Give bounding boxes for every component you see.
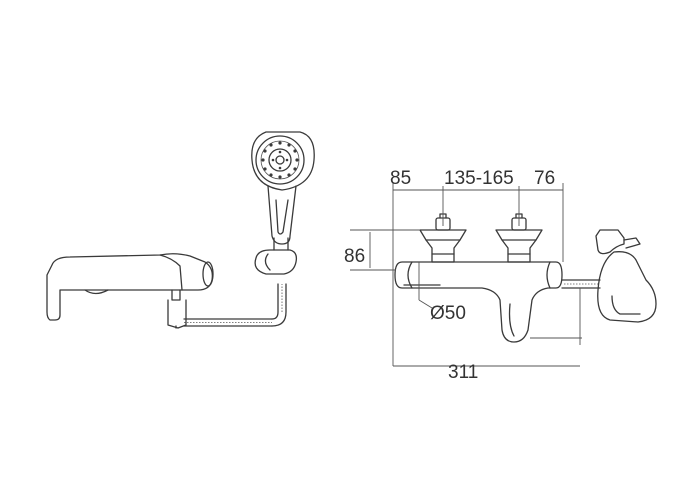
hand-shower-handle	[267, 185, 297, 245]
dimension-left-offset: 85	[390, 168, 411, 189]
front-shower-holder	[595, 229, 625, 255]
dimension-height: 86	[344, 246, 365, 267]
mixer-body	[394, 261, 563, 343]
side-view	[46, 131, 315, 329]
dimension-diameter: Ø50	[430, 303, 466, 324]
dimension-right-offset: 76	[534, 168, 555, 189]
left-handle	[419, 229, 467, 263]
right-handle	[495, 229, 543, 263]
side-view-body	[46, 253, 213, 321]
shower-nozzles	[261, 141, 299, 179]
dimension-total-length: 311	[448, 362, 478, 383]
shower-holder	[254, 249, 298, 275]
hand-shower-head	[251, 131, 315, 191]
dimension-lines	[350, 183, 582, 367]
front-shower-handle	[597, 251, 657, 323]
dimension-spacing: 135-165	[444, 168, 514, 189]
